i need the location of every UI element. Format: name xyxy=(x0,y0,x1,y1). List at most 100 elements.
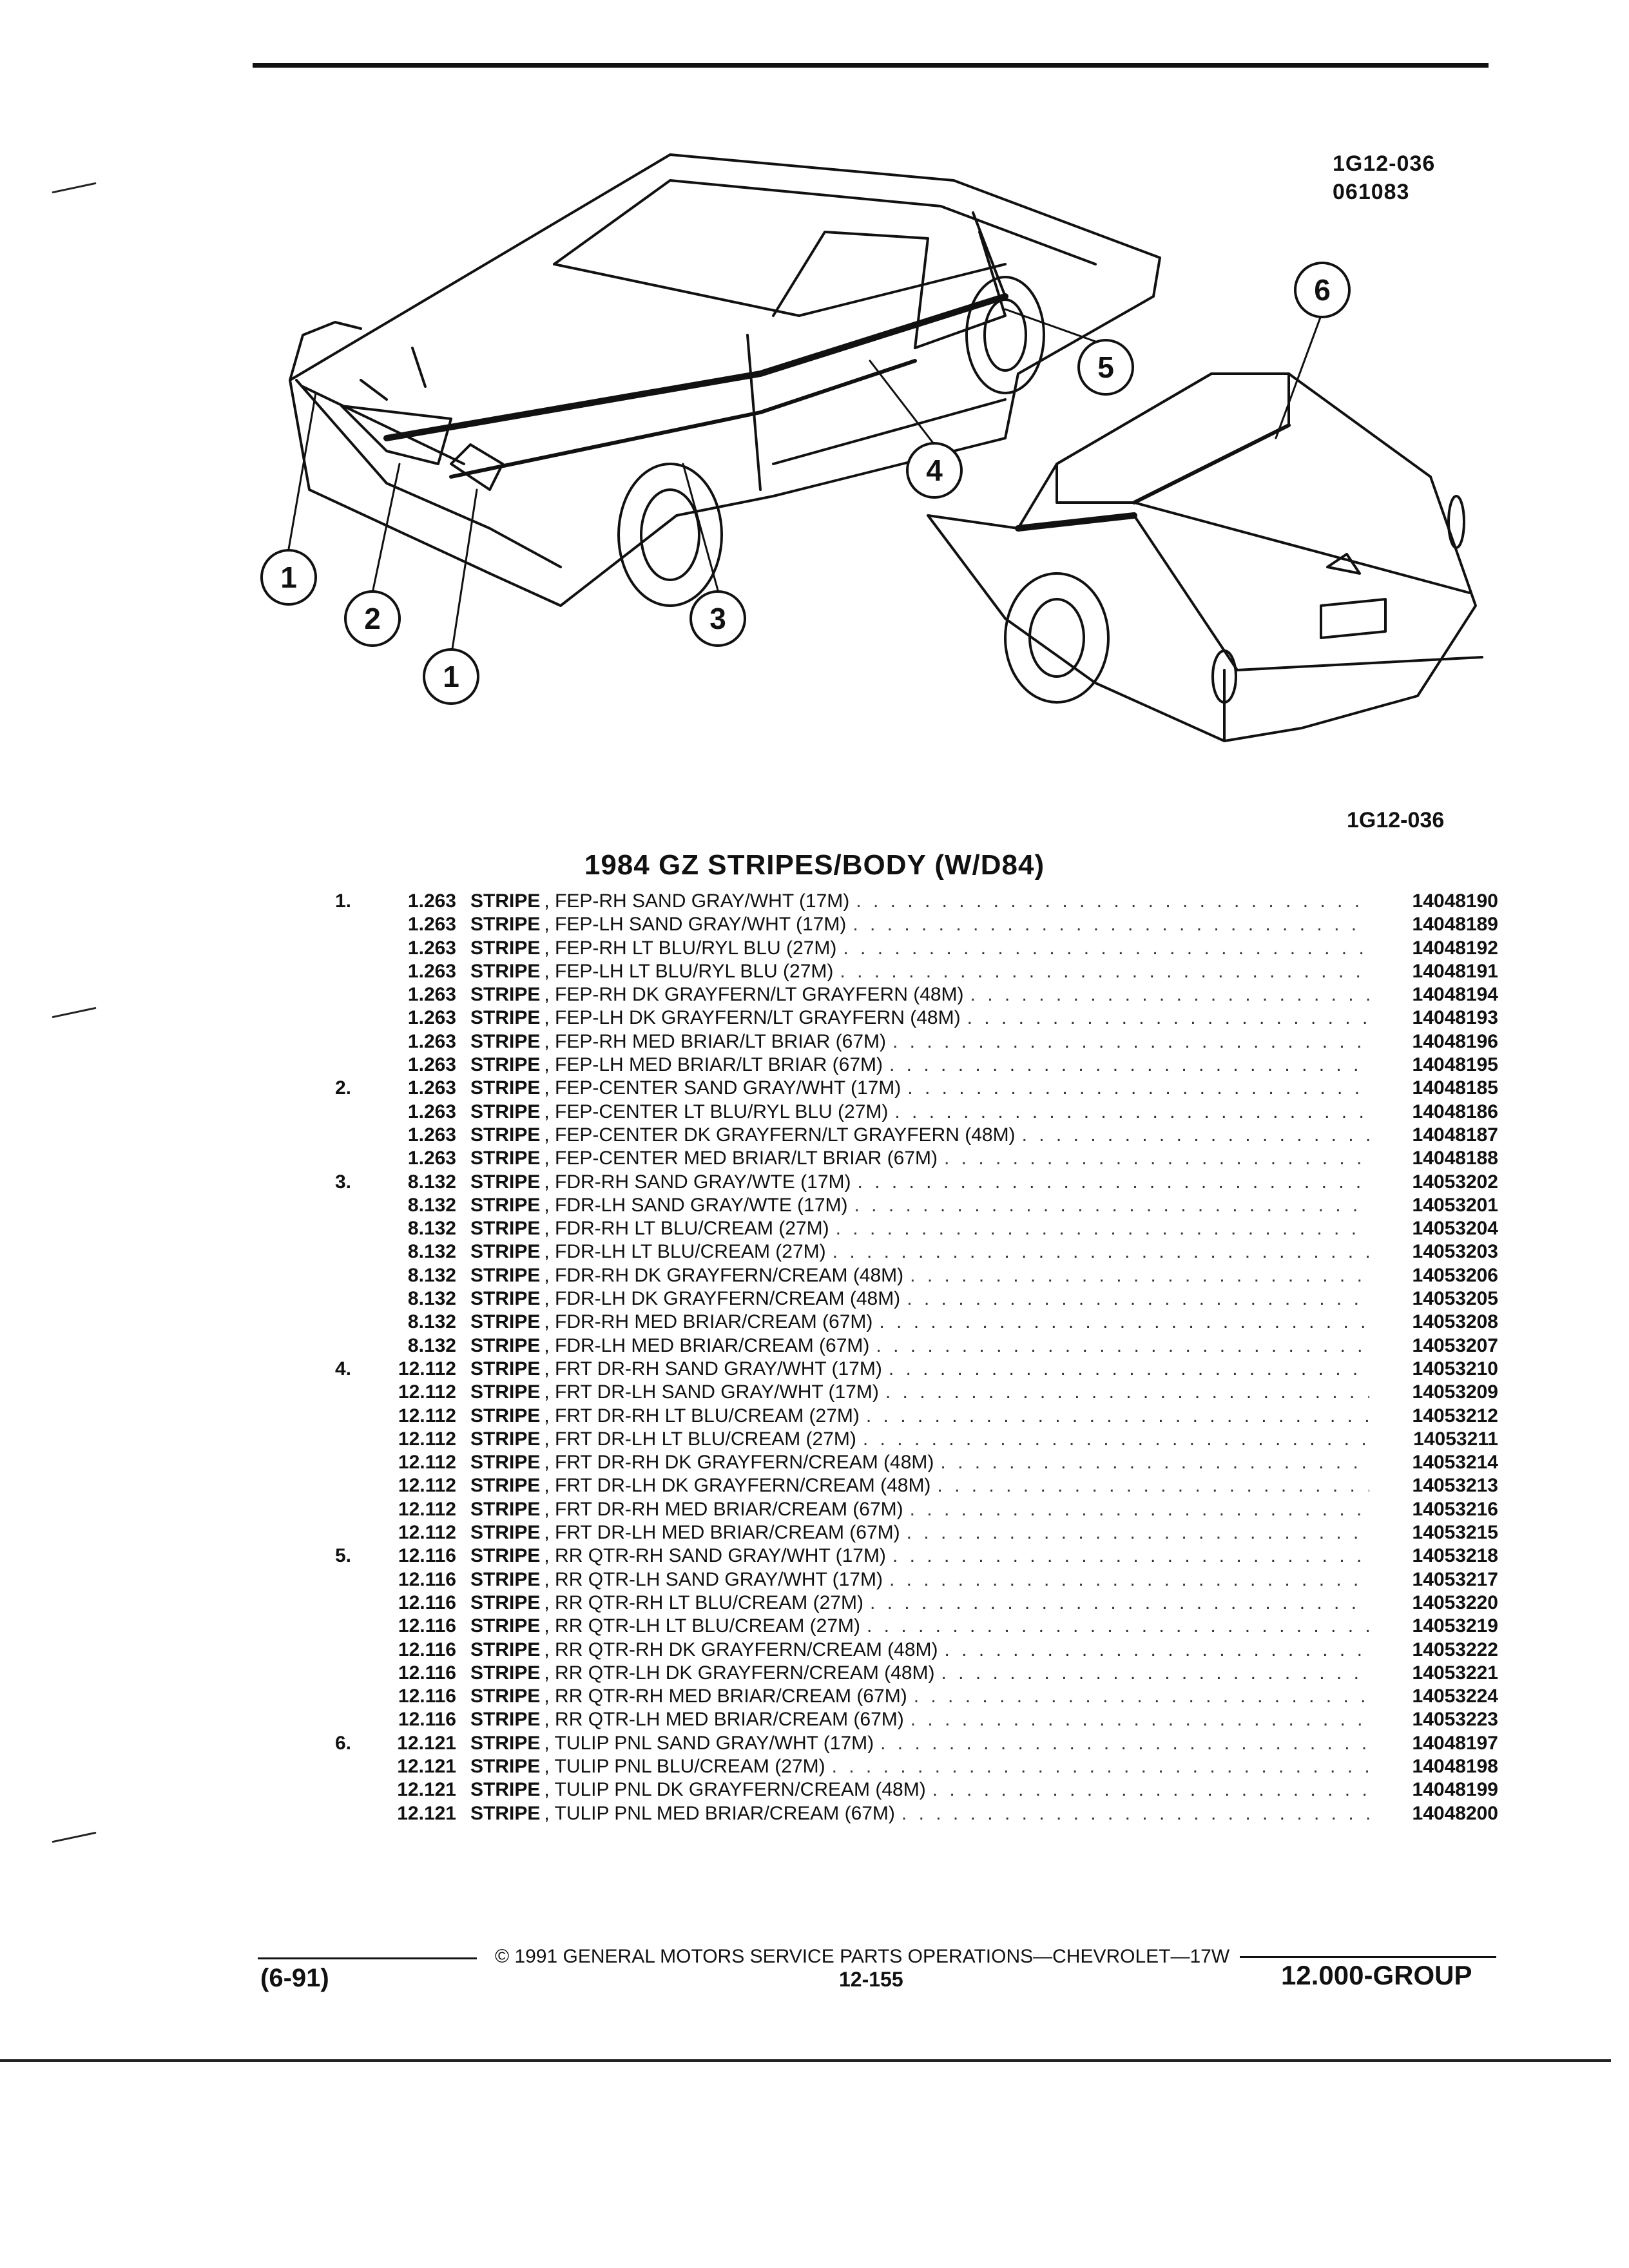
callout-1a: 1 xyxy=(260,549,317,606)
item-number: 2. xyxy=(335,1077,352,1099)
ref-number: 1.263 xyxy=(407,1148,456,1169)
part-number: 14053208 xyxy=(1412,1311,1498,1333)
part-name: STRIPE xyxy=(470,1311,541,1333)
dot-leader xyxy=(945,1639,1370,1661)
part-name: STRIPE xyxy=(470,1428,541,1450)
ref-number: 8.132 xyxy=(407,1334,456,1356)
ref-number: 12.116 xyxy=(398,1591,456,1613)
dot-leader xyxy=(892,1545,1369,1567)
part-name: STRIPE xyxy=(470,1124,541,1146)
part-name: STRIPE xyxy=(470,984,541,1006)
dot-leader xyxy=(833,1241,1369,1263)
dot-leader xyxy=(907,1288,1369,1310)
car-stripe-illustration: 1 2 1 3 4 5 6 xyxy=(260,153,1483,742)
callout-2-label: 2 xyxy=(364,602,381,635)
margin-mark xyxy=(52,1831,97,1843)
ref-number: 12.116 xyxy=(398,1545,456,1567)
ref-number: 12.121 xyxy=(397,1802,456,1824)
part-description: , FRT DR-RH MED BRIAR/CREAM (67M) xyxy=(544,1498,903,1520)
part-number: 14053224 xyxy=(1412,1686,1498,1707)
dot-leader xyxy=(889,1569,1369,1591)
item-number: 1. xyxy=(335,890,352,912)
ref-number: 12.112 xyxy=(398,1381,456,1403)
part-description: , FEP-CENTER LT BLU/RYL BLU (27M) xyxy=(544,1100,889,1122)
part-number: 14053223 xyxy=(1412,1709,1498,1731)
part-number: 14053205 xyxy=(1412,1288,1498,1310)
bottom-rule xyxy=(0,2059,1611,2062)
part-description: , FDR-LH LT BLU/CREAM (27M) xyxy=(544,1241,826,1263)
part-name: STRIPE xyxy=(470,890,541,912)
ref-number: 12.112 xyxy=(398,1498,456,1520)
callout-1b-label: 1 xyxy=(443,660,459,693)
part-number: 14053206 xyxy=(1412,1264,1498,1286)
part-description: , RR QTR-LH MED BRIAR/CREAM (67M) xyxy=(544,1709,904,1731)
dot-leader xyxy=(907,1077,1369,1099)
part-number: 14053221 xyxy=(1412,1662,1498,1684)
part-name: STRIPE xyxy=(470,1755,541,1777)
footer-revision: (6-91) xyxy=(260,1964,329,1992)
part-number: 14053213 xyxy=(1412,1475,1498,1497)
dot-leader xyxy=(870,1592,1369,1614)
dot-leader xyxy=(1022,1124,1369,1146)
part-number: 14048186 xyxy=(1412,1100,1498,1122)
dot-leader xyxy=(937,1475,1369,1497)
part-description: , RR QTR-RH LT BLU/CREAM (27M) xyxy=(544,1591,863,1613)
ref-number: 1.263 xyxy=(407,1030,456,1052)
ref-number: 12.116 xyxy=(398,1662,456,1684)
part-name: STRIPE xyxy=(470,1171,541,1193)
part-number: 14053211 xyxy=(1413,1428,1498,1450)
part-number: 14053217 xyxy=(1412,1568,1498,1590)
part-name: STRIPE xyxy=(470,937,541,959)
callout-6: 6 xyxy=(1294,262,1351,318)
part-description: , RR QTR-LH DK GRAYFERN/CREAM (48M) xyxy=(544,1662,935,1684)
dot-leader xyxy=(880,1733,1369,1754)
dot-leader xyxy=(910,1265,1369,1287)
section-title: 1984 GZ STRIPES/BODY (W/D84) xyxy=(584,849,1045,881)
part-name: STRIPE xyxy=(470,1100,541,1122)
dot-leader xyxy=(836,1218,1369,1240)
part-description: , FEP-RH DK GRAYFERN/LT GRAYFERN (48M) xyxy=(544,984,964,1006)
dot-leader xyxy=(853,914,1369,936)
dot-leader xyxy=(863,1428,1369,1450)
ref-number: 8.132 xyxy=(407,1194,456,1216)
ref-number: 12.116 xyxy=(398,1709,456,1731)
part-number: 14048190 xyxy=(1412,890,1498,912)
ref-number: 1.263 xyxy=(407,1100,456,1122)
ref-number: 8.132 xyxy=(407,1288,456,1310)
item-number: 3. xyxy=(335,1171,352,1193)
footer-rule-right xyxy=(1240,1956,1496,1958)
part-name: STRIPE xyxy=(470,1452,541,1474)
part-description: , FDR-LH DK GRAYFERN/CREAM (48M) xyxy=(544,1288,901,1310)
ref-number: 12.112 xyxy=(398,1358,456,1379)
ref-number: 12.116 xyxy=(398,1568,456,1590)
callout-4-label: 4 xyxy=(926,454,943,487)
part-number: 14048199 xyxy=(1412,1779,1498,1801)
illustration-caption: 1G12-036 xyxy=(1347,808,1445,832)
part-description: , FEP-RH MED BRIAR/LT BRIAR (67M) xyxy=(544,1030,886,1052)
part-description: , FEP-LH DK GRAYFERN/LT GRAYFERN (48M) xyxy=(544,1007,961,1029)
part-number: 14053202 xyxy=(1412,1171,1498,1193)
part-name: STRIPE xyxy=(470,1030,541,1052)
part-description: , FRT DR-LH LT BLU/CREAM (27M) xyxy=(544,1428,856,1450)
dot-leader xyxy=(944,1148,1369,1169)
part-number: 14053207 xyxy=(1412,1334,1498,1356)
callout-5-label: 5 xyxy=(1097,351,1114,384)
part-name: STRIPE xyxy=(470,1779,541,1801)
part-number: 14048195 xyxy=(1412,1054,1498,1076)
ref-number: 1.263 xyxy=(407,1054,456,1076)
part-name: STRIPE xyxy=(470,1381,541,1403)
